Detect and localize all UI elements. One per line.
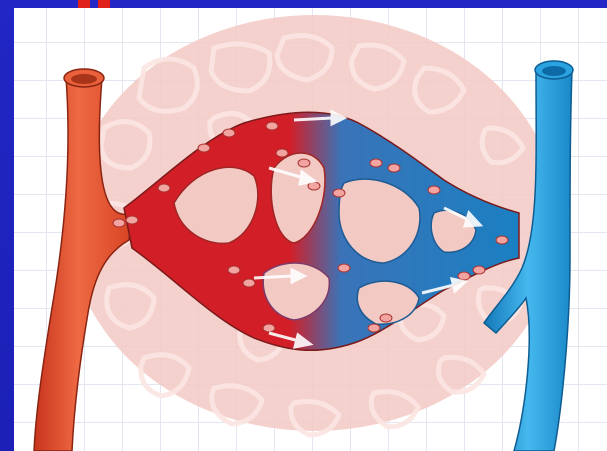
- capillary-bed-icon: [14, 8, 607, 451]
- accent-bar-right: [98, 0, 110, 8]
- diagram-panel: [14, 8, 607, 451]
- accent-bar-left: [78, 0, 90, 8]
